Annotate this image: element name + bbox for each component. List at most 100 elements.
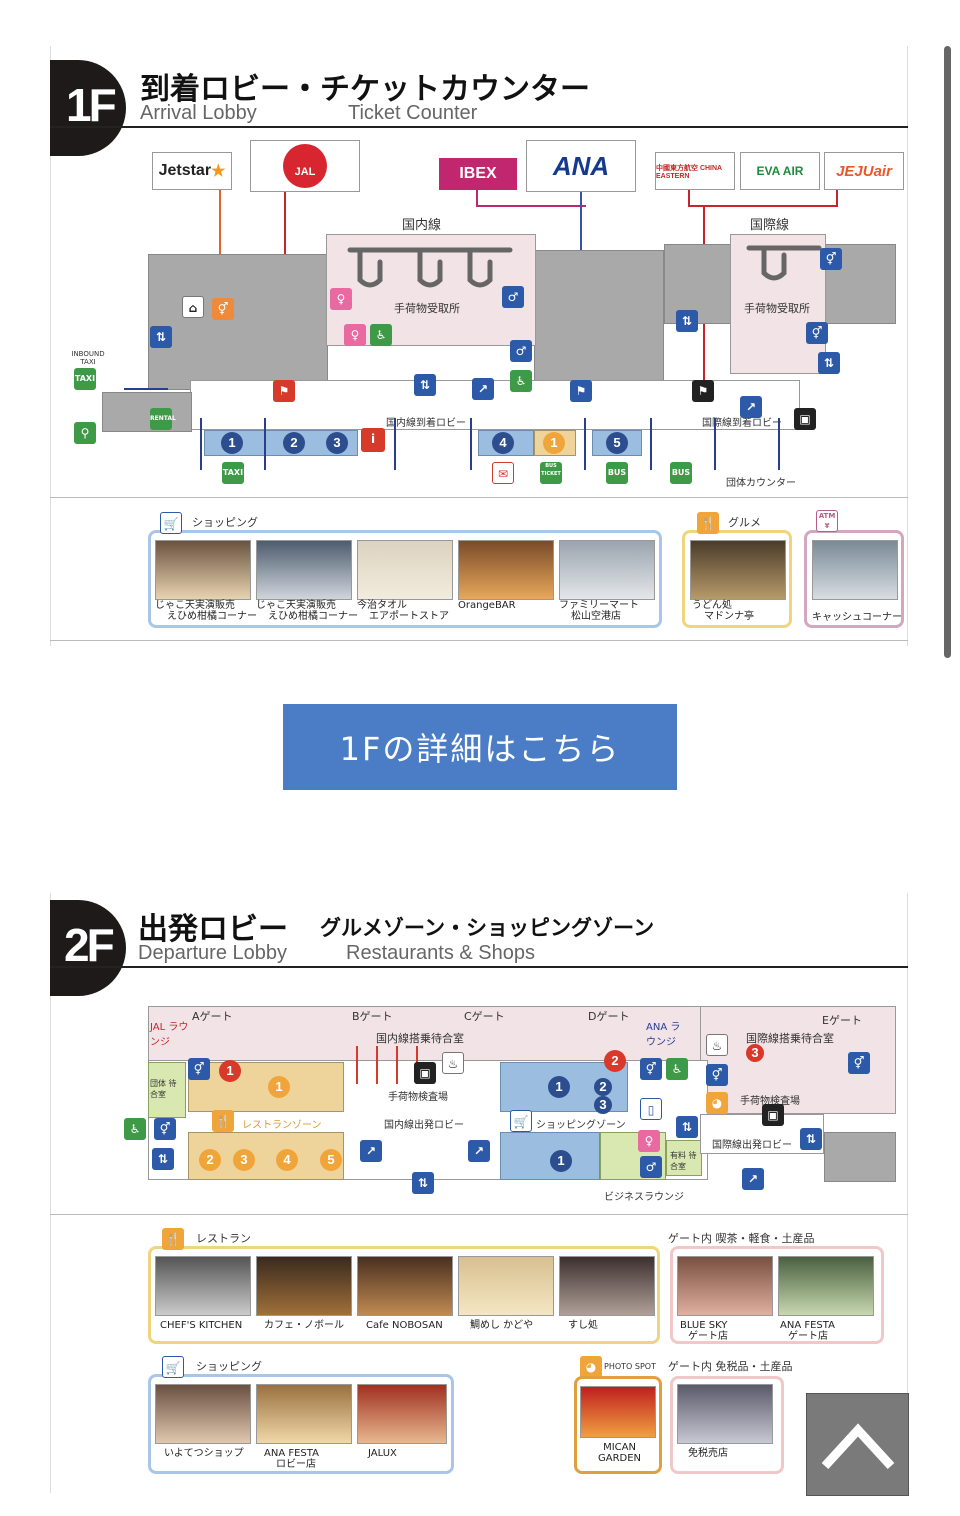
f1-shop-caption-4: OrangeBAR bbox=[458, 600, 516, 611]
f1-label-dom-arrival: 国内線到着ロビー bbox=[386, 418, 466, 429]
f2-gate-cafe-marker-2[interactable]: 2 bbox=[604, 1050, 626, 1072]
floor1-map-frame bbox=[50, 46, 908, 646]
f1-gourmet-marker-1[interactable]: 1 bbox=[543, 432, 565, 454]
f2-gate-cafe-photo-1[interactable] bbox=[677, 1256, 773, 1316]
elevator-icon-4: ⇅ bbox=[818, 352, 840, 374]
womens-restroom-icon-2: ♀ bbox=[344, 324, 366, 346]
f2-restaurant-marker-1[interactable]: 1 bbox=[268, 1076, 290, 1098]
rental-car-icon: RENTAL bbox=[150, 408, 176, 430]
f2-restaurant-marker-5[interactable]: 5 bbox=[320, 1149, 342, 1171]
floor1-subtitle-arrival: Arrival Lobby bbox=[140, 102, 257, 124]
f2-restaurant-upper bbox=[188, 1062, 344, 1112]
f2-restaurant-photo-1[interactable] bbox=[155, 1256, 251, 1316]
f2-shop-photo-3[interactable] bbox=[357, 1384, 447, 1444]
f2-dutyfree-heading: ゲート内 免税品・土産品 bbox=[668, 1360, 793, 1373]
jal-crane-icon: JAL bbox=[283, 144, 327, 188]
floor1-details-button[interactable]: 1Fの詳細はこちら bbox=[283, 704, 677, 790]
f2-dutyfree-photo[interactable] bbox=[677, 1384, 773, 1444]
bus-stop-icon: BUS bbox=[606, 462, 628, 484]
post-icon: ✉ bbox=[492, 462, 514, 484]
f2-dutyfree-caption: 免税売店 bbox=[688, 1448, 728, 1459]
f2-shop-photo-1[interactable] bbox=[155, 1384, 251, 1444]
ibex-leader-line bbox=[476, 190, 478, 206]
f2-label-paid-waiting: 有料 待合室 bbox=[670, 1151, 697, 1171]
f2-restaurant-heading: レストラン bbox=[196, 1232, 251, 1245]
gate-arrow-1 bbox=[356, 1046, 358, 1084]
door-arrow-5 bbox=[584, 418, 586, 470]
f1-shop-marker-3[interactable]: 3 bbox=[326, 432, 348, 454]
f2-label-gate-e: Eゲート bbox=[822, 1014, 862, 1027]
f2-restaurant-marker-3[interactable]: 3 bbox=[233, 1149, 255, 1171]
floor2-title: 出発ロビー bbox=[138, 912, 288, 947]
f1-gourmet-photo[interactable] bbox=[690, 540, 786, 600]
taxi-icon: TAXI bbox=[74, 368, 96, 390]
f1-shop-photo-3[interactable] bbox=[357, 540, 453, 600]
f1-shop-marker-4[interactable]: 4 bbox=[492, 432, 514, 454]
f2-label-dom-departure: 国内線出発ロビー bbox=[384, 1120, 464, 1131]
f2-label-gate-a: Aゲート bbox=[192, 1010, 233, 1023]
f2-label-gate-d: Dゲート bbox=[588, 1010, 630, 1023]
f1-shop-photo-1[interactable] bbox=[155, 540, 251, 600]
f2-restaurant-marker-4[interactable]: 4 bbox=[276, 1149, 298, 1171]
floor1-title: 到着ロビー・チケットカウンター bbox=[140, 72, 590, 107]
f1-shop-photo-2[interactable] bbox=[256, 540, 352, 600]
floor2-badge bbox=[50, 900, 126, 996]
door-arrow-8 bbox=[778, 418, 780, 470]
airline-logo-china-eastern: 中國東方航空 CHINA EASTERN bbox=[655, 152, 735, 190]
back-to-top-button[interactable] bbox=[806, 1393, 909, 1496]
f2-photo-spot-photo[interactable] bbox=[580, 1386, 656, 1438]
f2-restaurant-marker-2[interactable]: 2 bbox=[199, 1149, 221, 1171]
fork-knife-icon-2f: 🍴 bbox=[162, 1228, 184, 1250]
mens-restroom-icon-2: ♂ bbox=[510, 340, 532, 362]
floor1-badge bbox=[50, 60, 126, 156]
f1-atm-photo[interactable] bbox=[812, 540, 898, 600]
intl-baggage-claim-room bbox=[730, 234, 826, 374]
f1-shop-caption-2: じゃこ天実演販売えひめ柑橘コーナー bbox=[256, 600, 358, 622]
f1-label-intl-arrival: 国際線到着ロビー bbox=[702, 418, 782, 429]
womens-restroom-icon-2f: ♀ bbox=[638, 1130, 660, 1152]
airline-logo-ibex: IBEX bbox=[439, 158, 517, 190]
f1-shop-marker-5[interactable]: 5 bbox=[606, 432, 628, 454]
f1-shop-marker-1[interactable]: 1 bbox=[221, 432, 243, 454]
elevator-icon-2f-3: ⇅ bbox=[676, 1116, 698, 1138]
floor2-divider bbox=[50, 1214, 908, 1215]
intl-leader-line-h bbox=[688, 205, 838, 207]
bus-ticket-icon: BUS TICKET bbox=[540, 462, 562, 484]
f1-shop-photo-5[interactable] bbox=[559, 540, 655, 600]
f2-shop-marker-1[interactable]: 1 bbox=[548, 1076, 570, 1098]
door-arrow-3 bbox=[394, 418, 396, 470]
airline-logo-jal: JAL bbox=[250, 140, 360, 192]
floor2-title-rule bbox=[50, 966, 908, 968]
escalator-icon-2f-1: ↗ bbox=[360, 1140, 382, 1162]
f2-label-intl-waiting: 国際線搭乗待合室 bbox=[746, 1032, 834, 1045]
f2-shop-photo-2[interactable] bbox=[256, 1384, 352, 1444]
airline-logo-ana: ANA bbox=[526, 140, 636, 192]
f2-paid-waiting bbox=[666, 1140, 702, 1176]
floor1-bottom-rule bbox=[50, 640, 908, 641]
information-icon[interactable]: i bbox=[361, 428, 385, 452]
mens-restroom-icon-2f: ♂ bbox=[640, 1156, 662, 1178]
f2-restaurant-photo-4[interactable] bbox=[458, 1256, 554, 1316]
f2-shop-caption-3: JALUX bbox=[368, 1448, 397, 1459]
f2-gate-cafe-marker-1[interactable]: 1 bbox=[219, 1060, 241, 1082]
f2-shop-marker-3[interactable]: 3 bbox=[594, 1096, 612, 1114]
f2-shop-marker-2[interactable]: 2 bbox=[594, 1078, 612, 1096]
f2-dutyfree-marker-3[interactable]: 3 bbox=[746, 1044, 764, 1062]
f2-restaurant-photo-3[interactable] bbox=[357, 1256, 453, 1316]
escalator-icon-2: ↗ bbox=[740, 396, 762, 418]
door-arrow-7 bbox=[714, 418, 716, 470]
f2-shop-marker-1b[interactable]: 1 bbox=[550, 1150, 572, 1172]
f2-restaurant-photo-5[interactable] bbox=[559, 1256, 655, 1316]
door-arrow-2 bbox=[264, 418, 266, 470]
f1-shop-marker-2[interactable]: 2 bbox=[283, 432, 305, 454]
floor1-divider bbox=[50, 497, 908, 498]
f2-restaurant-photo-2[interactable] bbox=[256, 1256, 352, 1316]
f2-gate-cafe-photo-2[interactable] bbox=[778, 1256, 874, 1316]
f1-shop-photo-4[interactable] bbox=[458, 540, 554, 600]
accessible-icon: ♿ bbox=[510, 370, 532, 392]
ana-counter-icon: ⚑ bbox=[570, 380, 592, 402]
restroom-icon-2f-2: ⚥ bbox=[154, 1118, 176, 1140]
page-scrollbar[interactable] bbox=[944, 46, 951, 658]
restroom-icon-2f-3: ⚥ bbox=[640, 1058, 662, 1080]
